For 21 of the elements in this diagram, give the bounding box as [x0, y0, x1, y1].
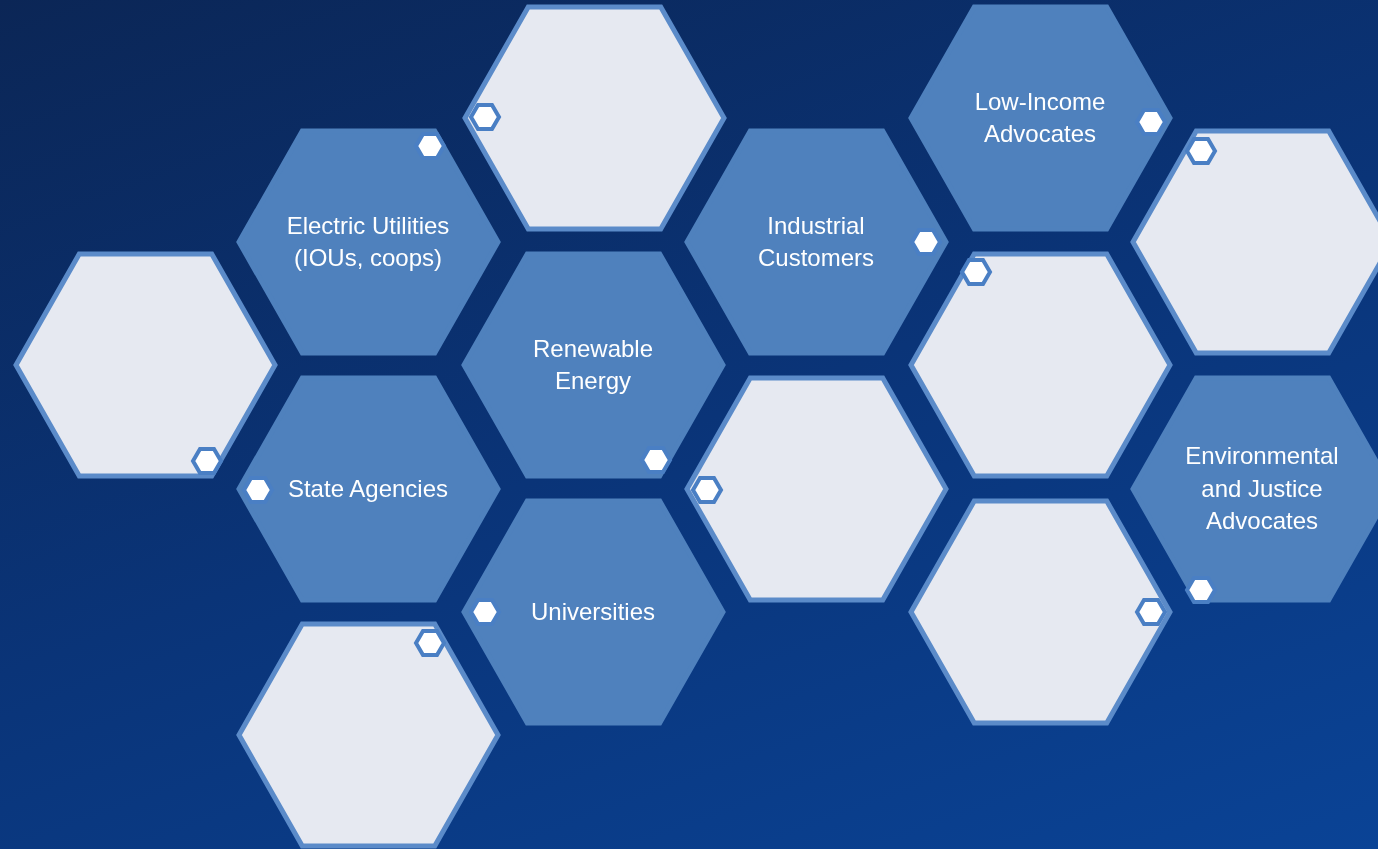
hexagon-tile — [12, 251, 278, 479]
tile-label: Universities — [531, 596, 655, 627]
hexagon-tile — [1129, 128, 1378, 356]
hexagon-tile — [461, 4, 727, 232]
hexagon-tile — [235, 621, 501, 849]
hexagon-tile — [683, 375, 949, 603]
hexagon-tile — [907, 498, 1173, 726]
hexagon-tile — [460, 498, 726, 726]
hexagon-tile — [907, 4, 1173, 232]
hexagon-tile — [683, 128, 949, 356]
tile-label: Industrial Customers — [757, 210, 875, 273]
tile-label: Low-Income Advocates — [973, 86, 1107, 149]
tile-label: State Agencies — [287, 473, 449, 504]
tile-label: Environmental and Justice Advocates — [1184, 441, 1340, 537]
hexagon-tile — [907, 251, 1173, 479]
hexagon-tile — [460, 251, 726, 479]
hexagon-tile — [235, 375, 501, 603]
hexagon-tile — [1129, 375, 1378, 603]
tile-label: Renewable Energy — [531, 333, 655, 396]
tile-label: Electric Utilities (IOUs, coops) — [285, 210, 451, 273]
hexagon-tile — [235, 128, 501, 356]
